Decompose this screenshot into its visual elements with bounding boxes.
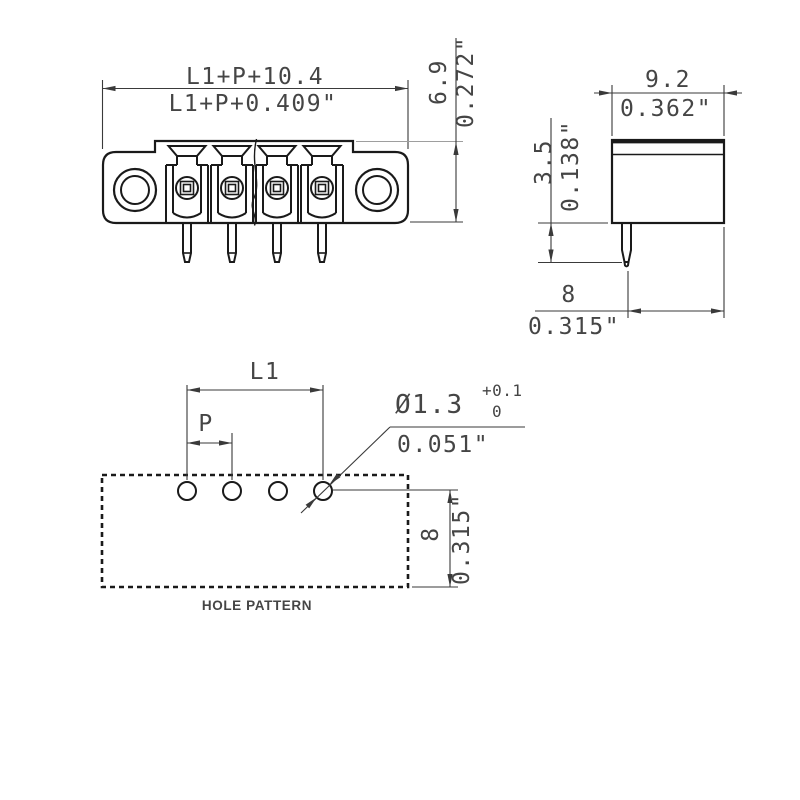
side-pin	[621, 223, 632, 263]
arrowhead-down	[548, 249, 554, 263]
side-pin-offset-dimension: 8 0.315"	[528, 227, 725, 340]
front-height-mm-label: 6.9	[426, 59, 452, 105]
front-height-dimension: 6.9 0.272"	[356, 36, 479, 223]
side-body-outline	[610, 138, 726, 225]
arrowhead-left	[187, 387, 200, 393]
front-width-in-label: L1+P+0.409"	[169, 91, 338, 117]
hole-dia-tol-upper-label: +0.1	[482, 381, 523, 400]
side-pin-length-mm-label: 3.5	[531, 139, 557, 185]
side-pin-offset-in-label: 0.315"	[528, 314, 620, 340]
hole-pattern-caption: HOLE PATTERN	[202, 598, 312, 613]
front-width-mm-label: L1+P+10.4	[186, 64, 324, 90]
hole-dia-in-label: 0.051"	[397, 432, 489, 458]
hole-1	[177, 481, 197, 501]
mounting-hole-right-inner	[362, 175, 392, 205]
front-height-in-label: 0.272"	[453, 36, 479, 128]
hole-diameter-callout: Ø1.3 +0.1 0 0.051"	[300, 381, 525, 514]
pin-2	[227, 222, 237, 263]
hole-4	[313, 481, 333, 501]
pcb-outline	[100, 473, 410, 589]
arrowhead-to-hole-lower	[305, 497, 317, 509]
arrowhead-left	[628, 308, 641, 314]
edge-distance-in-label: 0.315"	[449, 493, 475, 585]
hole-dia-mm-label: Ø1.3	[395, 390, 464, 420]
arrowhead-right	[395, 85, 408, 92]
arrowhead-right	[599, 90, 612, 96]
arrowhead-left	[102, 85, 116, 92]
arrowhead-up	[548, 223, 554, 236]
hole-dia-tol-lower-label: 0	[492, 402, 502, 421]
edge-distance-mm-label: 8	[418, 526, 444, 541]
hole-pattern-view: L1 P Ø1.3 +0.1 0 0.051" 8	[100, 359, 525, 613]
side-pin-tip	[623, 261, 630, 268]
front-view: L1+P+10.4 L1+P+0.409" 6.9 0.272"	[101, 36, 479, 263]
arrowhead-left	[724, 90, 737, 96]
arrowhead-down	[453, 209, 459, 222]
pitch-label: P	[198, 411, 213, 437]
arrowhead-right	[711, 308, 724, 314]
side-width-in-label: 0.362"	[620, 96, 712, 122]
front-width-dimension: L1+P+10.4 L1+P+0.409"	[101, 64, 409, 149]
pitch-dimension: P	[187, 411, 233, 480]
arrowhead-up	[453, 142, 459, 155]
hole-2	[222, 481, 242, 501]
edge-distance-dimension: 8 0.315"	[333, 489, 475, 588]
side-pin-length-in-label: 0.138"	[558, 120, 584, 212]
break-line	[251, 138, 258, 226]
arrowhead-right	[310, 387, 323, 393]
pin-3	[272, 222, 282, 263]
arrowhead-up	[447, 490, 453, 503]
arrowhead-left	[187, 440, 200, 446]
side-width-mm-label: 9.2	[645, 67, 691, 93]
mounting-hole-left-inner	[120, 175, 150, 205]
arrowhead-right	[219, 440, 232, 446]
side-pin-length-dimension: 3.5 0.138"	[531, 118, 622, 264]
arrowhead-down	[447, 574, 453, 587]
l1-label: L1	[250, 359, 281, 385]
side-pin-offset-mm-label: 8	[561, 282, 576, 308]
hole-3	[268, 481, 288, 501]
pin-1	[182, 222, 192, 263]
l1-dimension: L1	[186, 359, 324, 480]
arrowhead-to-hole-upper	[329, 473, 341, 485]
side-width-dimension: 9.2 0.362"	[594, 67, 742, 136]
side-view: 9.2 0.362" 3.5 0.138" 8 0.315"	[528, 67, 742, 340]
pin-4	[317, 222, 327, 263]
